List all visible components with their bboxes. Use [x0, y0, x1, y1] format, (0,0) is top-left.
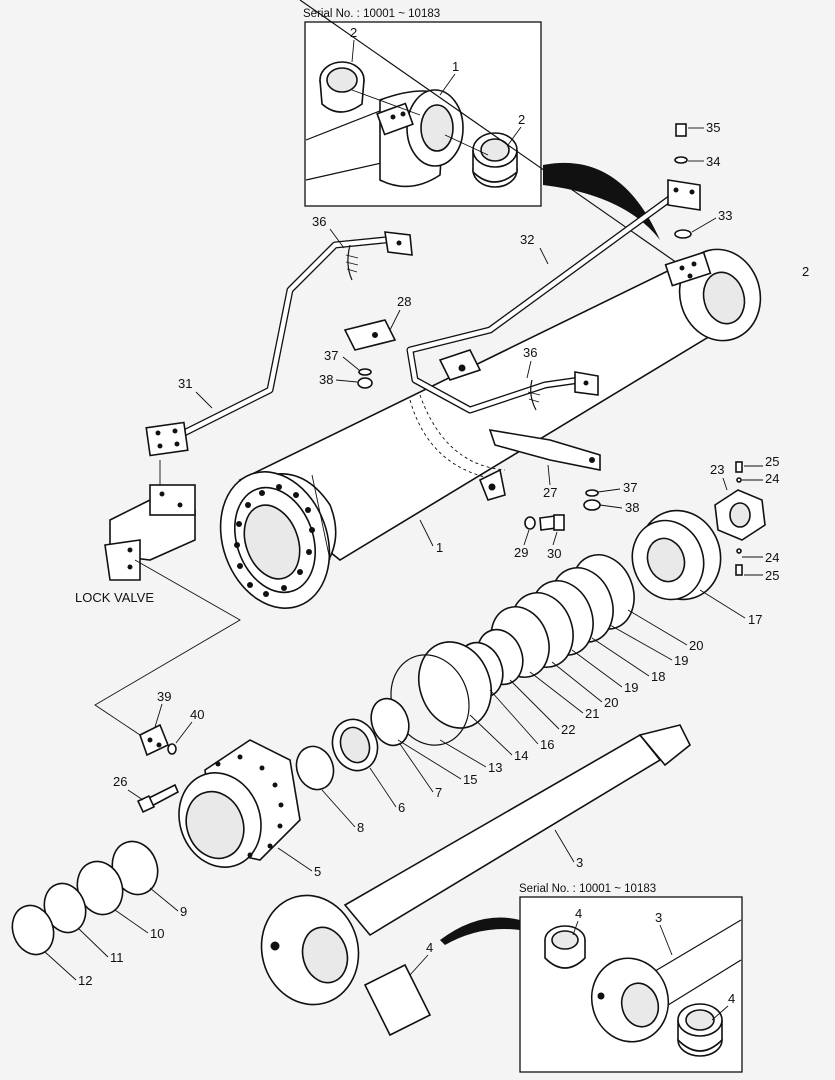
gland-5 — [178, 739, 301, 868]
callout-2: 2 — [802, 264, 809, 279]
bushing-6 — [331, 718, 379, 772]
callout-28: 28 — [397, 294, 411, 309]
callout-4: 4 — [728, 991, 735, 1006]
callout-31: 31 — [178, 376, 192, 391]
callout-13: 13 — [488, 760, 502, 775]
callout-16: 16 — [540, 737, 554, 752]
callout-26: 26 — [113, 774, 127, 789]
bracket-28 — [343, 319, 397, 351]
callout-32: 32 — [520, 232, 534, 247]
hardware-37-38-upper — [357, 368, 373, 389]
cylinder-tube — [219, 0, 762, 609]
callout-34: 34 — [706, 154, 720, 169]
callout-24: 24 — [765, 550, 779, 565]
callout-37: 37 — [324, 348, 338, 363]
callout-35: 35 — [706, 120, 720, 135]
bottom-inset-pointer-arrow — [440, 917, 520, 945]
callout-36: 36 — [312, 214, 326, 229]
callout-36: 36 — [523, 345, 537, 360]
callout-2: 2 — [350, 25, 357, 40]
callout-19: 19 — [674, 653, 688, 668]
hardware-29-30 — [524, 514, 565, 531]
callout-21: 21 — [585, 706, 599, 721]
rod-seals — [11, 840, 159, 956]
inset-pointer-arrow — [543, 162, 660, 240]
callout-38: 38 — [319, 372, 333, 387]
callout-22: 22 — [561, 722, 575, 737]
callout-33: 33 — [718, 208, 732, 223]
piston-rod-3 — [260, 724, 692, 1037]
callout-19: 19 — [624, 680, 638, 695]
callout-20: 20 — [689, 638, 703, 653]
callout-29: 29 — [514, 545, 528, 560]
piston-17 — [631, 509, 722, 601]
callout-4: 4 — [426, 940, 433, 955]
pipe-32 — [406, 179, 701, 414]
callout-25: 25 — [765, 454, 779, 469]
lock-valve: LOCK VALVE — [75, 460, 241, 736]
callout-6: 6 — [398, 800, 405, 815]
callout-27: 27 — [543, 485, 557, 500]
callout-24: 24 — [765, 471, 779, 486]
piston-rings — [370, 554, 635, 747]
callout-4: 4 — [575, 906, 582, 921]
pipe-31 — [145, 231, 413, 457]
callout-15: 15 — [463, 772, 477, 787]
callout-2: 2 — [518, 112, 525, 127]
callout-14: 14 — [514, 748, 528, 763]
callout-12: 12 — [78, 973, 92, 988]
top-inset-serial-text: Serial No. : 10001 ~ 10183 — [303, 8, 440, 20]
bottom-inset-serial-text: Serial No. : 10001 ~ 10183 — [519, 883, 656, 895]
bolt-26 — [136, 783, 180, 814]
callout-8: 8 — [357, 820, 364, 835]
callout-37: 37 — [623, 480, 637, 495]
callout-40: 40 — [190, 707, 204, 722]
ring-8 — [295, 745, 335, 791]
callout-20: 20 — [604, 695, 618, 710]
flange-39 — [139, 723, 177, 757]
callouts-main: 35 34 33 32 36 28 2 37 38 36 31 25 23 24… — [44, 120, 809, 988]
callout-1: 1 — [452, 59, 459, 74]
callout-7: 7 — [435, 785, 442, 800]
callout-17: 17 — [748, 612, 762, 627]
hardware-37-38-lower — [583, 489, 601, 511]
callout-10: 10 — [150, 926, 164, 941]
callout-5: 5 — [314, 864, 321, 879]
callout-25: 25 — [765, 568, 779, 583]
callout-18: 18 — [651, 669, 665, 684]
callout-30: 30 — [547, 546, 561, 561]
lock-valve-label: LOCK VALVE — [75, 590, 154, 605]
bracket-27 — [488, 428, 601, 471]
top-serial-inset: Serial No. : 10001 ~ 10183 2 1 2 — [303, 8, 542, 207]
callout-3: 3 — [576, 855, 583, 870]
callout-9: 9 — [180, 904, 187, 919]
callout-23: 23 — [710, 462, 724, 477]
bottom-serial-inset: Serial No. : 10001 ~ 10183 4 3 4 — [519, 883, 743, 1073]
callout-38: 38 — [625, 500, 639, 515]
callout-3: 3 — [655, 910, 662, 925]
bolt-35 — [674, 123, 692, 239]
nut-23 — [714, 461, 766, 576]
callout-1: 1 — [436, 540, 443, 555]
callout-39: 39 — [157, 689, 171, 704]
callout-11: 11 — [110, 950, 124, 965]
